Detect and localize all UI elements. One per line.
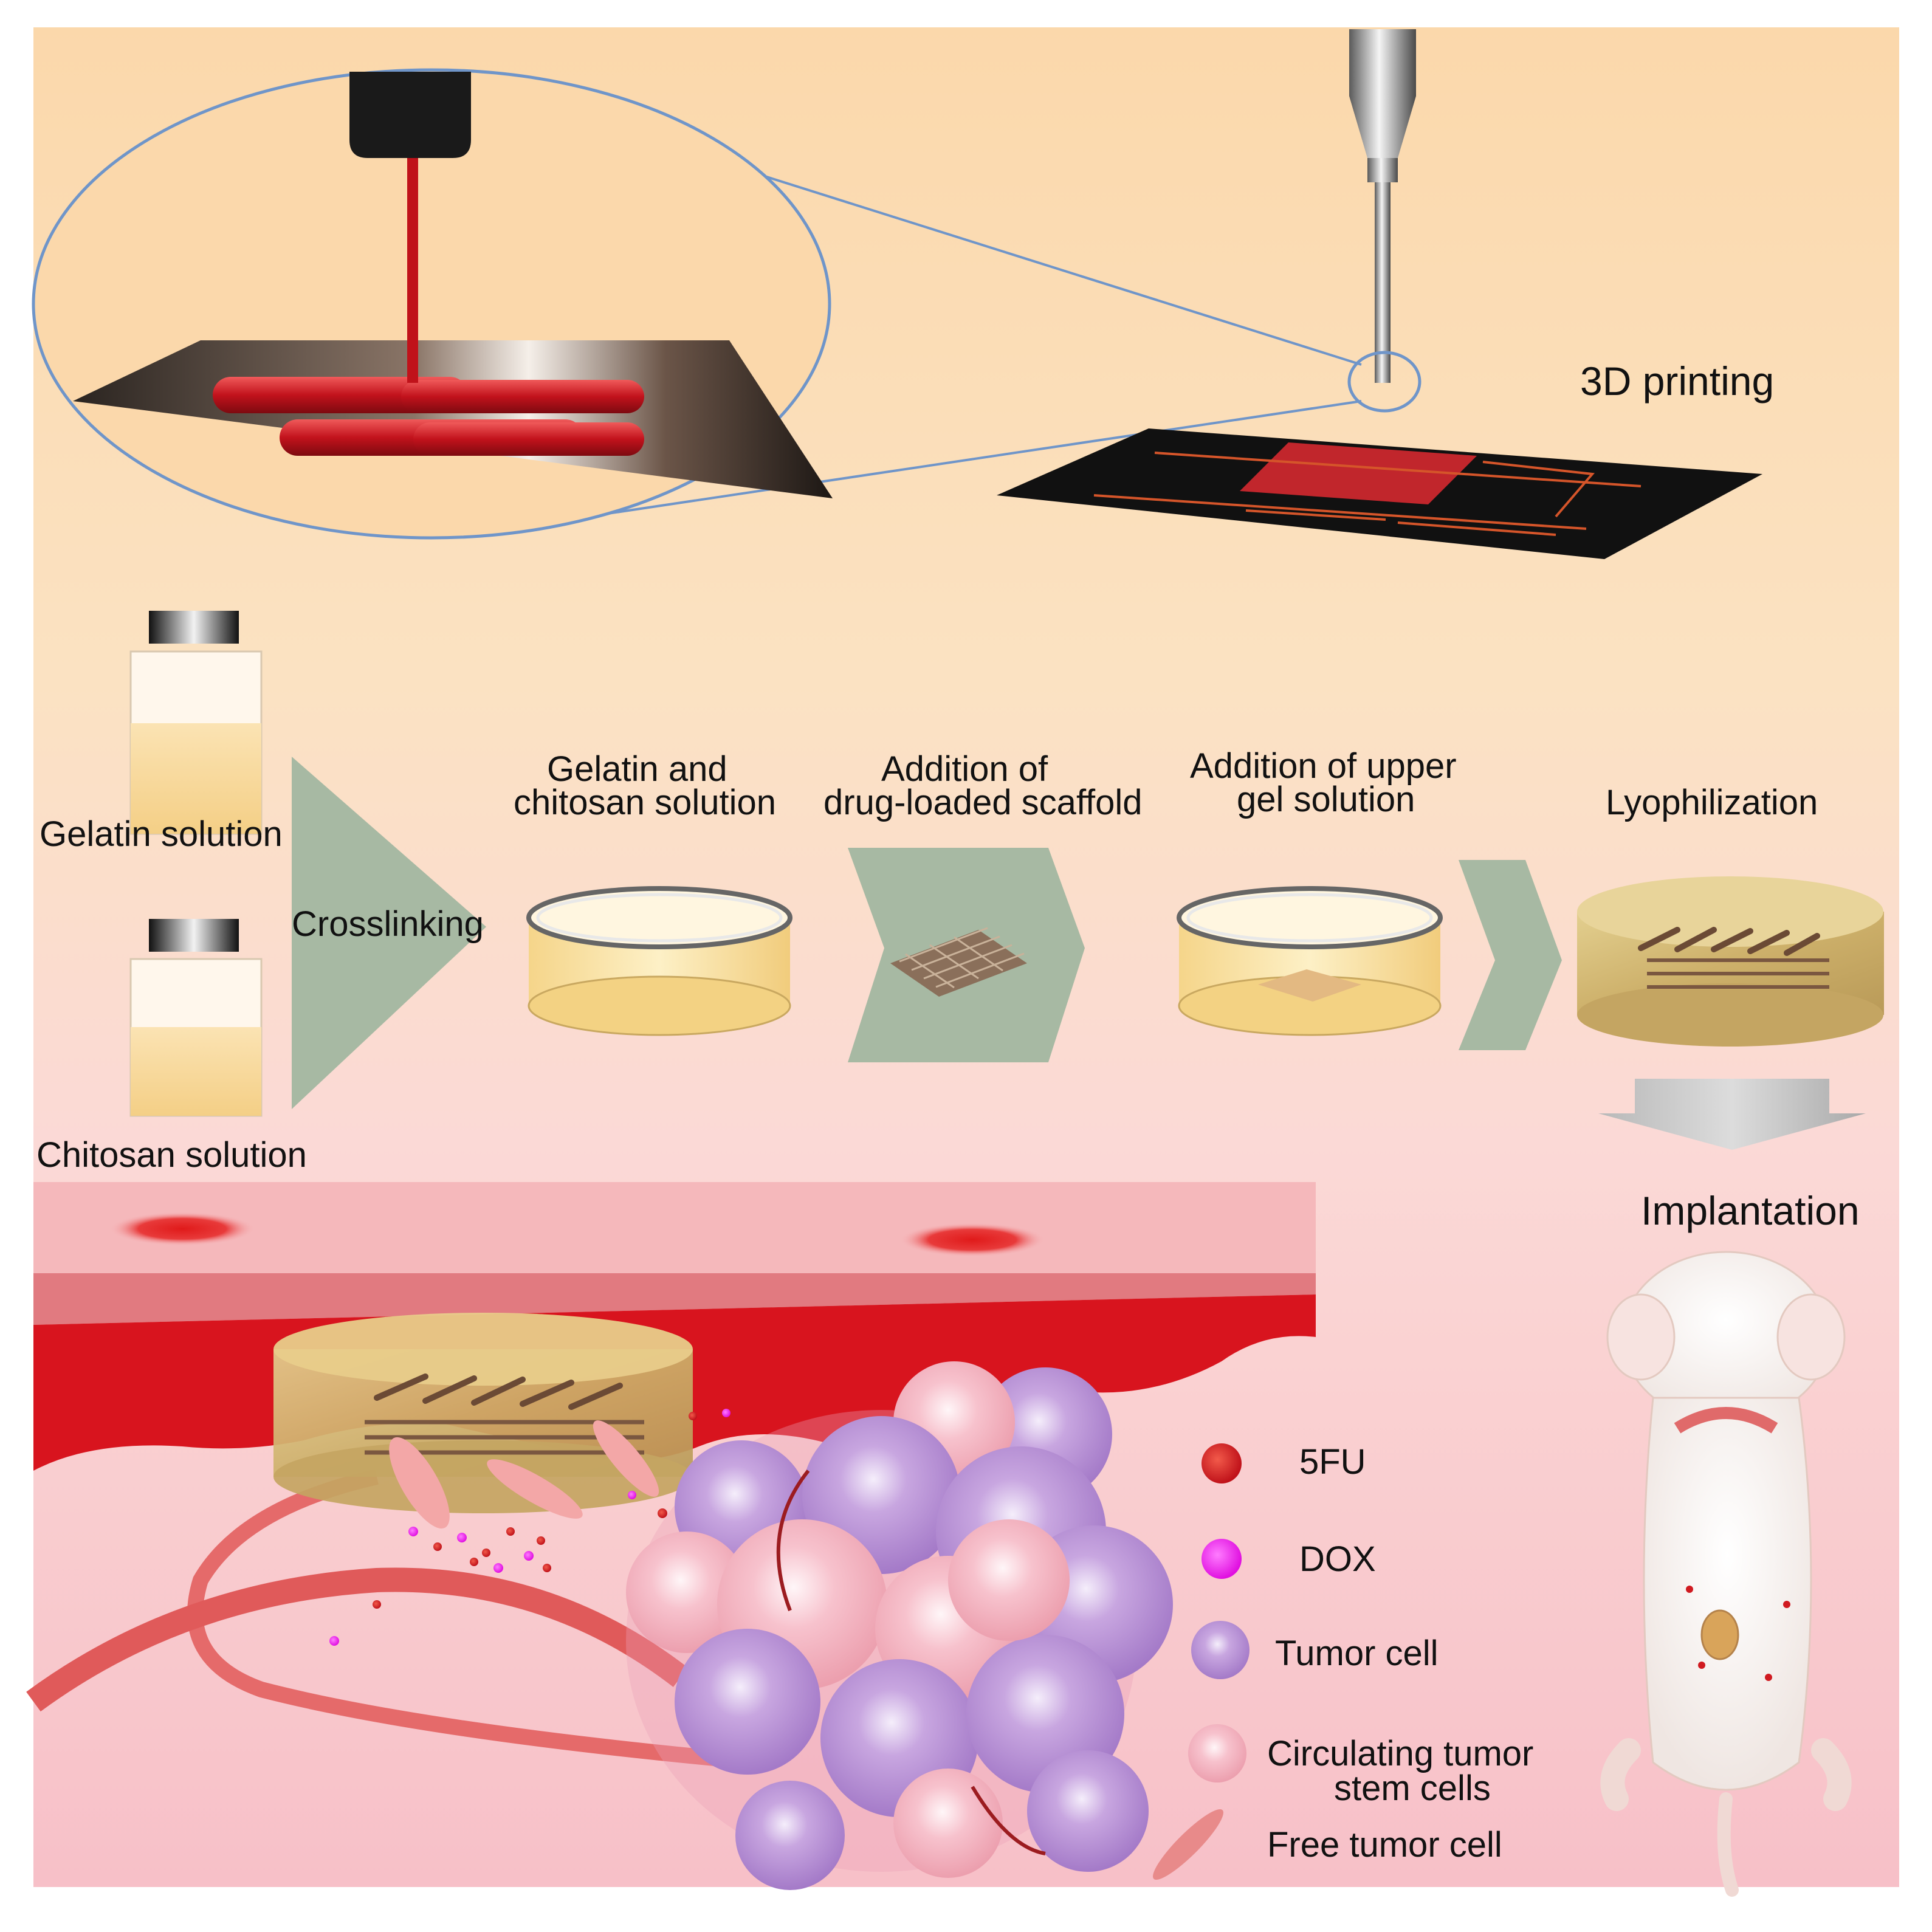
chitosan-label: Chitosan solution (36, 1135, 307, 1175)
legend-ctsc-label-line1: Circulating tumor (1267, 1734, 1533, 1773)
lyophilization-chevron (1459, 860, 1562, 1050)
blood-vessel-main (26, 1567, 689, 1712)
upper-label-line2: gel solution (1237, 780, 1415, 819)
skin-dermis-layer (33, 1273, 1316, 1325)
printer-nozzle (1349, 29, 1416, 383)
mix-dish (526, 886, 792, 1036)
implanted-scaffold (273, 1313, 693, 1513)
implantation-arrow (1598, 1079, 1866, 1150)
legend-dox-dot (1201, 1539, 1242, 1579)
legend-ctsc-icon (1188, 1724, 1246, 1782)
upper-gel-dish (1177, 886, 1443, 1036)
zoom-line-bottom (546, 400, 1362, 524)
lyophilization-label: Lyophilization (1606, 783, 1818, 822)
scaffold-label-line2: drug-loaded scaffold (823, 783, 1143, 822)
legend-dox-label: DOX (1299, 1539, 1376, 1579)
legend-5fu-dot (1201, 1443, 1242, 1483)
skin-red-spot-left (109, 1212, 255, 1246)
released-drug-dots (329, 1409, 731, 1646)
zoom-printed-strands (213, 377, 644, 456)
crosslinking-arrow (292, 757, 486, 1109)
legend-free-tumor-cell-icon (1153, 1809, 1223, 1880)
blood-vessel-loop (187, 1469, 761, 1770)
free-tumor-cells (389, 1420, 659, 1529)
implantation-label: Implantation (1641, 1188, 1860, 1233)
gelatin-label: Gelatin solution (40, 814, 283, 854)
mouse-illustration (1600, 1251, 1852, 1897)
printed-scaffold-area (1240, 442, 1477, 504)
chitosan-vial (129, 919, 263, 1117)
legend-5fu-label: 5FU (1299, 1442, 1366, 1482)
legend-tumor-cell-icon (1191, 1621, 1250, 1679)
crosslinking-label: Crosslinking (292, 904, 484, 944)
zoom-extrusion-filament (407, 158, 418, 383)
scaffold-mesh (890, 927, 1027, 997)
mix-label-line1: Gelatin and (547, 749, 727, 789)
legend-ctsc-label-line2: stem cells (1334, 1769, 1491, 1808)
legend: 5FU DOX Tumor cell Circulating tumor ste… (1153, 1442, 1533, 1880)
legend-tumor-cell-label: Tumor cell (1275, 1634, 1439, 1673)
legend-free-tumor-cell-label: Free tumor cell (1267, 1825, 1502, 1865)
tumor-mass (626, 1361, 1173, 1890)
scaffold-label-line1: Addition of (881, 749, 1048, 789)
skin-red-spot-right (899, 1223, 1045, 1257)
gelatin-vial (129, 611, 263, 835)
zoom-nozzle (349, 72, 471, 158)
printing-label: 3D printing (1580, 359, 1774, 404)
nozzle-tip-circle (1347, 351, 1421, 413)
upper-label-line1: Addition of upper (1190, 746, 1457, 786)
mix-label-line2: chitosan solution (514, 783, 776, 822)
lyophilized-cake (1577, 876, 1884, 1047)
printed-trace-lines (1093, 452, 1642, 536)
